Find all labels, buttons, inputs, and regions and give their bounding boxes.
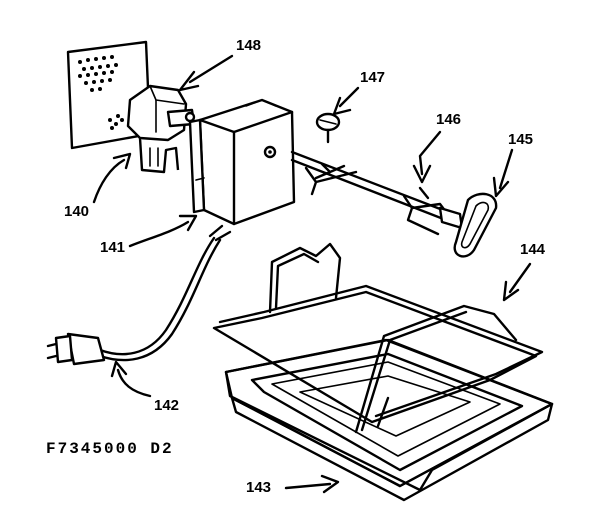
part-label-144: 144 xyxy=(520,241,546,258)
part-142-power-cord xyxy=(46,224,232,366)
diagram-code: F7345000 D2 xyxy=(46,440,174,458)
part-label-140: 140 xyxy=(64,203,90,220)
part-147-screw xyxy=(315,112,341,144)
part-141-motor xyxy=(188,98,296,226)
part-label-145: 145 xyxy=(508,131,534,148)
part-label-143: 143 xyxy=(246,479,272,496)
part-146-spit-rod xyxy=(290,150,450,236)
part-label-141: 141 xyxy=(100,239,126,256)
part-144-rack xyxy=(212,242,544,434)
part-148-switch-bracket xyxy=(126,84,196,174)
part-145-handle xyxy=(438,192,498,258)
part-143-drip-pan xyxy=(224,338,554,502)
part-label-148: 148 xyxy=(236,37,262,54)
part-label-147: 147 xyxy=(360,69,386,86)
part-label-146: 146 xyxy=(436,111,462,128)
leader-lines xyxy=(92,54,532,494)
part-label-142: 142 xyxy=(154,397,180,414)
